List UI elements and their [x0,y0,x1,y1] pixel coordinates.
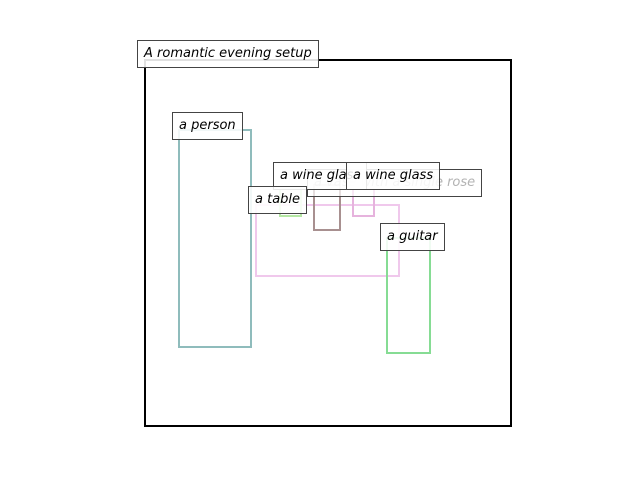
wine-glass-label-2: a wine glass [346,162,441,190]
title-label: A romantic evening setup [137,40,319,68]
person-label: a person [172,112,243,140]
guitar-label: a guitar [380,223,445,251]
person-box [178,129,252,348]
scene-canvas-frame [144,59,512,427]
guitar-box [386,237,431,354]
table-label: a table [248,186,308,214]
